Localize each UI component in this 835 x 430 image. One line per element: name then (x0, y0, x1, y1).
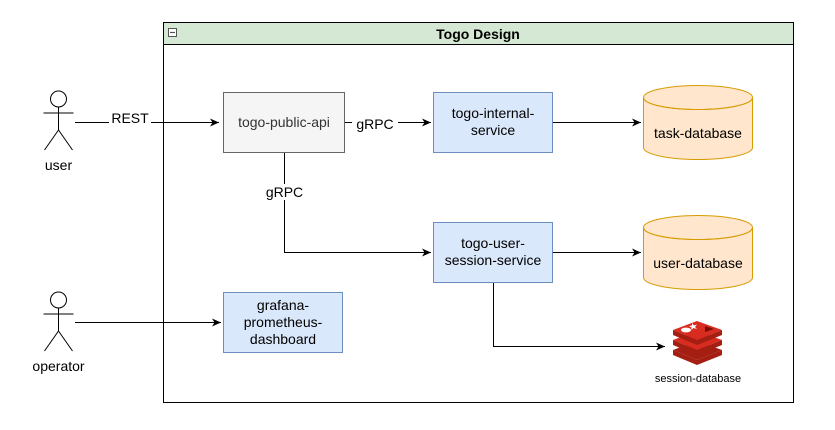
public-api-label: togo-public-api (238, 114, 330, 130)
grafana-label-line2: prometheus- (244, 314, 323, 330)
redis-icon[interactable] (673, 321, 722, 365)
public-api-node[interactable]: togo-public-api (223, 92, 345, 153)
internal-service-label-line2: service (471, 122, 516, 138)
internal-service-label-line1: togo-internal- (452, 105, 535, 121)
operator-actor-label: operator (32, 358, 84, 374)
internal-service-node[interactable]: togo-internal- service (433, 92, 553, 153)
session-database-label: session-database (655, 373, 741, 385)
grafana-node[interactable]: grafana- prometheus- dashboard (223, 292, 343, 353)
edge-label-grpc-user: gRPC (262, 184, 308, 200)
edge-label-rest: REST (109, 110, 151, 126)
user-database-node[interactable] (643, 215, 753, 290)
operator-actor[interactable] (43, 291, 74, 352)
grafana-label-line1: grafana- (257, 297, 309, 313)
edge-label-grpc-internal: gRPC (352, 116, 398, 132)
user-session-service-node[interactable]: togo-user- session-service (433, 222, 553, 283)
task-database-label: task-database (654, 125, 742, 141)
task-database-node[interactable] (643, 85, 753, 160)
user-actor[interactable] (43, 90, 74, 151)
edge-user-session-service-to-session-db (493, 283, 665, 351)
user-actor-label: user (45, 157, 73, 173)
svg-text:gRPC: gRPC (356, 116, 393, 132)
user-session-service-label-line2: session-service (445, 252, 542, 268)
container-header (163, 22, 794, 45)
container-title: Togo Design (436, 26, 520, 42)
grafana-label-line3: dashboard (250, 331, 316, 347)
collapse-icon[interactable] (168, 28, 177, 37)
user-database-label: user-database (653, 255, 743, 271)
user-session-service-label-line1: togo-user- (461, 235, 525, 251)
svg-text:gRPC: gRPC (266, 184, 303, 200)
svg-text:REST: REST (111, 110, 149, 126)
